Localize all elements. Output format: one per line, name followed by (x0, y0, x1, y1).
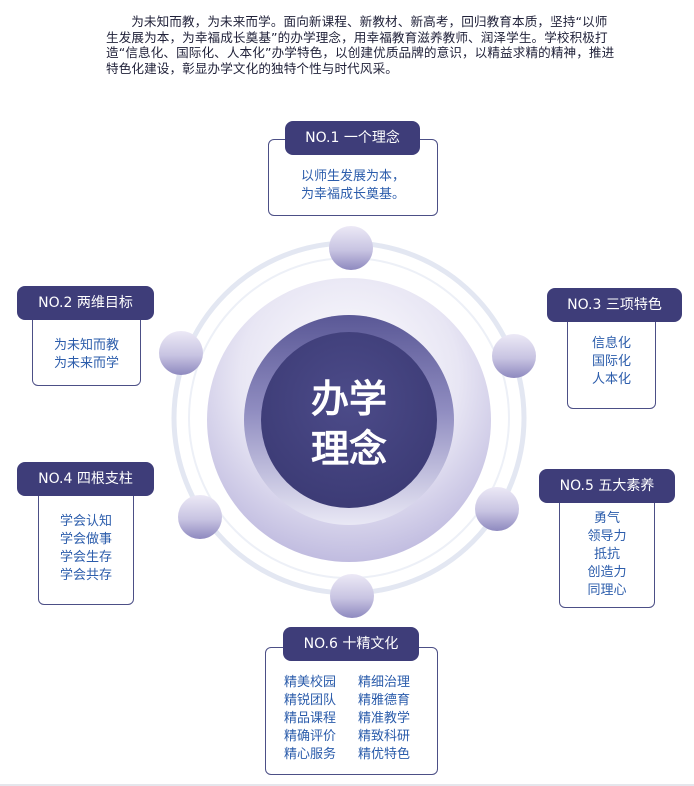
no5-label: NO.5 五大素养 (539, 469, 675, 503)
center-core (261, 332, 437, 508)
bottom-divider (0, 784, 694, 786)
no4-line-1: 学会认知 (59, 514, 112, 529)
no6-right-column: 精细治理 精雅德育 精准教学 精致科研 精优特色 (358, 674, 410, 764)
no3-line-1: 信息化 (591, 336, 631, 351)
no5-box: 勇气 领导力 抵抗 创造力 同理心 (559, 487, 655, 608)
no3-line-2: 国际化 (591, 354, 631, 369)
no2-label: NO.2 两维目标 (17, 286, 154, 320)
no6-left-column: 精美校园 精锐团队 精品课程 精确评价 精心服务 (284, 674, 336, 764)
no5-line-5: 同理心 (587, 583, 627, 598)
no6-left-4: 精确评价 (284, 729, 337, 744)
no5-line-3: 抵抗 (593, 547, 620, 562)
no4-line-2: 学会做事 (59, 532, 112, 547)
satellite-dot-right-upper (492, 334, 536, 378)
no6-left-1: 精美校园 (284, 675, 337, 690)
satellite-dot-right-lower (475, 487, 519, 531)
no1-line-1: 以师生发展为本， (300, 169, 405, 184)
no4-line-3: 学会生存 (59, 550, 112, 565)
no4-line-4: 学会共存 (59, 568, 112, 583)
no6-right-2: 精雅德育 (358, 693, 411, 708)
satellite-dot-left-lower (178, 495, 222, 539)
no4-box: 学会认知 学会做事 学会生存 学会共存 (38, 478, 134, 605)
no6-right-4: 精致科研 (358, 729, 411, 744)
no1-line-2: 为幸福成长奠基。 (300, 187, 405, 202)
satellite-dot-bottom (330, 574, 374, 618)
no4-label: NO.4 四根支柱 (17, 462, 154, 496)
no5-line-4: 创造力 (587, 565, 627, 580)
center-title-line1: 办学 (311, 377, 387, 421)
intro-paragraph: 为未知而教，为未来而学。面向新课程、新教材、新高考，回归教育本质，坚持“以师生发… (106, 14, 615, 76)
satellite-dot-top (329, 226, 373, 270)
satellite-dot-left-upper (159, 331, 203, 375)
no6-right-5: 精优特色 (358, 747, 411, 762)
no6-left-5: 精心服务 (284, 747, 337, 762)
no2-line-1: 为未知而教 (53, 338, 119, 353)
no2-line-2: 为未来而学 (53, 356, 119, 371)
center-title-line2: 理念 (311, 427, 387, 471)
no6-left-3: 精品课程 (284, 711, 337, 726)
no6-box: 精美校园 精锐团队 精品课程 精确评价 精心服务 精细治理 精雅德育 精准教学 … (265, 647, 438, 775)
no5-line-1: 勇气 (593, 511, 620, 526)
no6-right-3: 精准教学 (358, 711, 411, 726)
no3-label: NO.3 三项特色 (547, 288, 682, 322)
no6-label: NO.6 十精文化 (283, 627, 419, 661)
no1-label: NO.1 一个理念 (285, 121, 420, 155)
no6-left-2: 精锐团队 (284, 693, 337, 708)
no3-box: 信息化 国际化 人本化 (567, 306, 656, 409)
no3-line-3: 人本化 (591, 372, 631, 387)
no5-line-2: 领导力 (587, 529, 627, 544)
no6-right-1: 精细治理 (358, 675, 411, 690)
